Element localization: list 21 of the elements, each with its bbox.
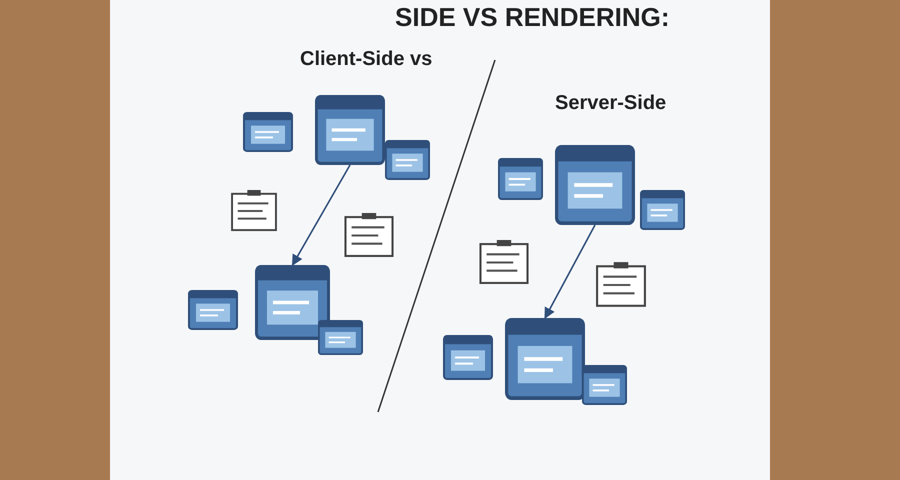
- browser-window-picture: [498, 158, 543, 200]
- browser-window-picture: [555, 145, 635, 225]
- browser-window-picture: [385, 140, 430, 180]
- browser-window-picture: [318, 320, 363, 355]
- diagram-title: SIDE VS RENDERING:: [395, 2, 670, 33]
- browser-window-picture: [443, 335, 493, 380]
- document-picture: [228, 190, 280, 232]
- document-picture: [478, 240, 530, 285]
- document-picture: [595, 260, 647, 310]
- browser-window-picture: [243, 112, 293, 152]
- browser-window-picture: [505, 318, 585, 400]
- arrow: [292, 164, 351, 266]
- panel-heading: Client-Side vs: [300, 48, 432, 71]
- browser-window-picture: [188, 290, 238, 330]
- arrow: [544, 224, 596, 319]
- browser-window-picture: [640, 190, 685, 230]
- browser-window-picture: [315, 95, 385, 165]
- panel-heading: Server-Side: [555, 92, 666, 115]
- document-picture: [343, 213, 395, 258]
- browser-window-picture: [582, 365, 627, 405]
- browser-window-picture: [255, 265, 330, 340]
